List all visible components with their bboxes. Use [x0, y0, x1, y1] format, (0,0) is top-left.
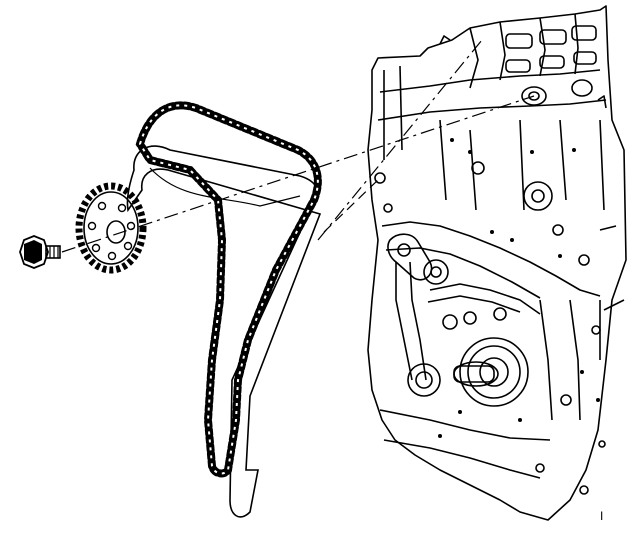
engine-block	[367, 5, 627, 521]
timing-chain	[135, 101, 322, 478]
alignment-lines	[61, 39, 535, 253]
timing-chain-guide	[126, 145, 322, 518]
footer-mark: I	[600, 509, 603, 523]
sprocket-holes	[87, 201, 136, 261]
camshaft-sprocket-bolt	[19, 235, 61, 269]
chain-guide-inner-edge	[149, 167, 301, 207]
engine-hatching	[438, 138, 600, 438]
camshaft-sprocket	[75, 182, 147, 274]
secondary-center-line	[323, 177, 381, 233]
